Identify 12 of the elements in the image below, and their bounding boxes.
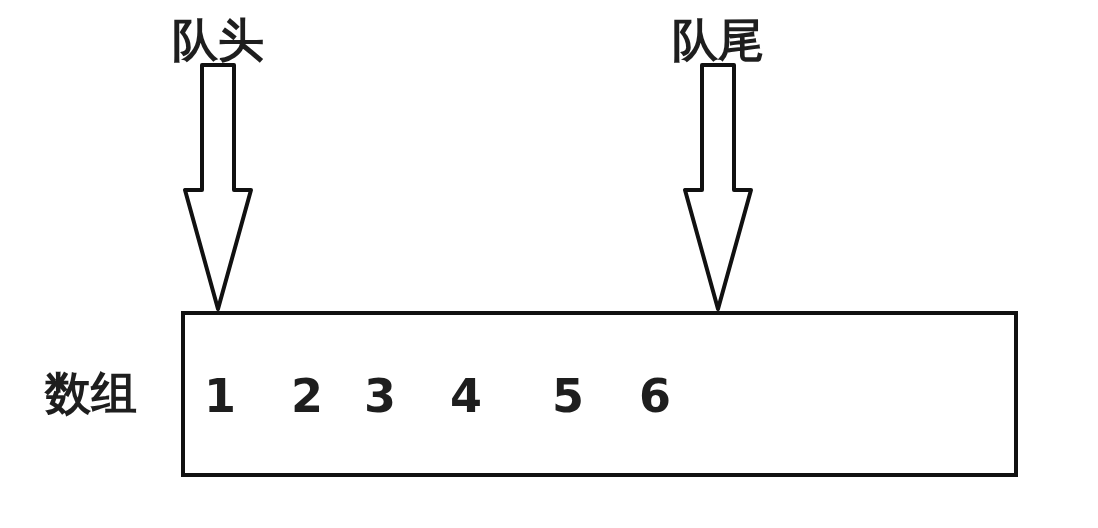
block-arrow bbox=[683, 63, 753, 311]
pointer-label: 队尾 bbox=[672, 17, 764, 63]
block-arrow bbox=[183, 63, 253, 311]
array-element: 3 bbox=[364, 373, 396, 419]
array-label: 数组 bbox=[45, 370, 137, 416]
array-element: 6 bbox=[639, 373, 671, 419]
array-element: 4 bbox=[450, 373, 482, 419]
array-element: 1 bbox=[204, 373, 236, 419]
array-box bbox=[181, 311, 1018, 477]
array-element: 2 bbox=[291, 373, 323, 419]
array-element: 5 bbox=[552, 373, 584, 419]
pointer-label: 队头 bbox=[172, 17, 264, 63]
